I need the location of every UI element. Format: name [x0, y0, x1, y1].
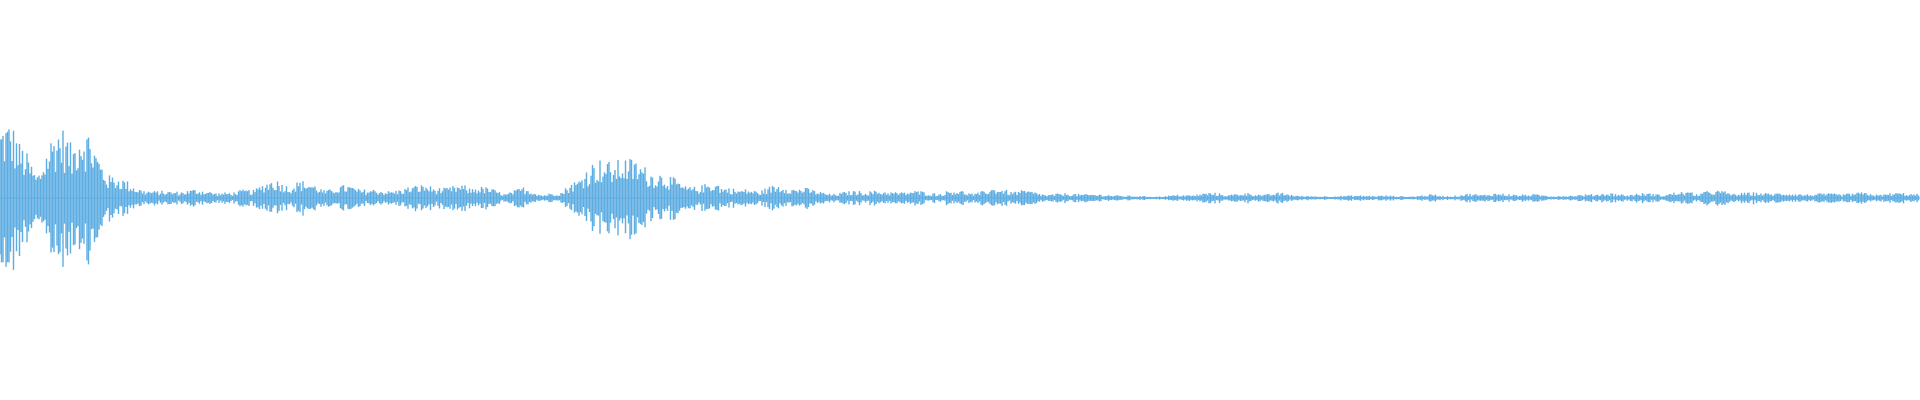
waveform-samples — [0, 129, 1920, 270]
